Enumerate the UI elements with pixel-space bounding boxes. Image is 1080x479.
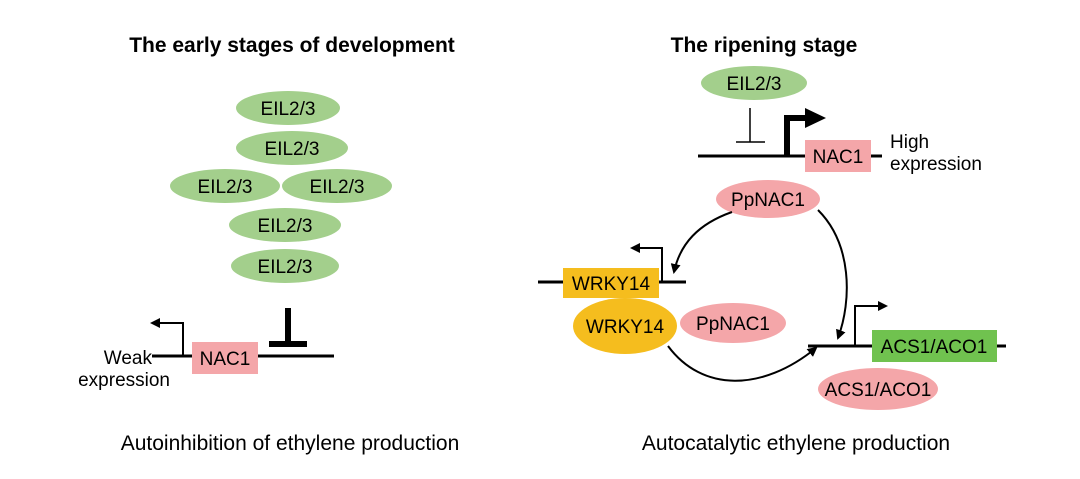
right-title: The ripening stage [671, 34, 858, 57]
eil-label: EIL2/3 [258, 257, 313, 278]
eil-node: EIL2/3 [231, 249, 339, 283]
left-title: The early stages of development [129, 34, 455, 57]
eil-label: EIL2/3 [261, 99, 316, 120]
weak-expression-label-1: Weak [104, 348, 153, 369]
left-nac1-gene: NAC1 [192, 342, 258, 374]
weak-expression-label-2: expression [78, 370, 170, 391]
left-promoter-arrow [150, 318, 184, 356]
right-caption: Autocatalytic ethylene production [642, 432, 950, 455]
right-nac1-label: NAC1 [813, 147, 864, 168]
wrky14-gene-label: WRKY14 [572, 274, 651, 295]
left-caption: Autoinhibition of ethylene production [121, 432, 460, 455]
acs-gene: ACS1/ACO1 [872, 330, 997, 362]
eil-label: EIL2/3 [198, 177, 253, 198]
wrky14-gene: WRKY14 [563, 268, 659, 298]
eil-node: EIL2/3 [170, 169, 280, 203]
ppnac1-top-node: PpNAC1 [716, 180, 820, 218]
high-expression-label-1: High [890, 132, 929, 153]
wrky14-protein-label: WRKY14 [586, 317, 665, 338]
ppnac1-to-wrky-arrow [670, 211, 733, 274]
left-nac1-label: NAC1 [200, 349, 251, 370]
bold-promoter-arrowhead [805, 108, 826, 128]
right-panel: The ripening stage EIL2/3 NAC1 High expr… [538, 34, 1006, 455]
right-eil-label: EIL2/3 [727, 74, 782, 95]
acs-protein-node: ACS1/ACO1 [818, 368, 938, 410]
acs-gene-label: ACS1/ACO1 [881, 337, 988, 358]
acs-promoter-arrow [854, 301, 888, 346]
ppnac1-bottom-label: PpNAC1 [696, 314, 770, 335]
wrky-promoter-arrow [630, 243, 663, 282]
eil-node: EIL2/3 [236, 91, 340, 125]
eil-label: EIL2/3 [258, 216, 313, 237]
wrky-to-acs-arrow [667, 345, 818, 382]
eil-node: EIL2/3 [282, 169, 392, 203]
eil-label: EIL2/3 [310, 177, 365, 198]
high-expression-label-2: expression [890, 154, 982, 175]
right-nac1-gene: NAC1 [805, 140, 871, 172]
eil-label: EIL2/3 [265, 139, 320, 160]
ppnac1-top-label: PpNAC1 [731, 190, 805, 211]
eil-node: EIL2/3 [236, 131, 348, 165]
weak-inhibition-bar [736, 108, 765, 143]
inhibition-bar [269, 308, 307, 347]
bold-promoter-arrow [784, 115, 806, 156]
left-panel: The early stages of development EIL2/3 E… [78, 34, 459, 455]
right-eil-node: EIL2/3 [701, 66, 807, 100]
acs-protein-label: ACS1/ACO1 [825, 380, 932, 401]
eil-node: EIL2/3 [229, 208, 341, 242]
wrky14-protein-node: WRKY14 [573, 298, 677, 354]
ppnac1-bottom-node: PpNAC1 [680, 303, 786, 343]
ppnac1-to-acs-arrow [817, 209, 848, 340]
